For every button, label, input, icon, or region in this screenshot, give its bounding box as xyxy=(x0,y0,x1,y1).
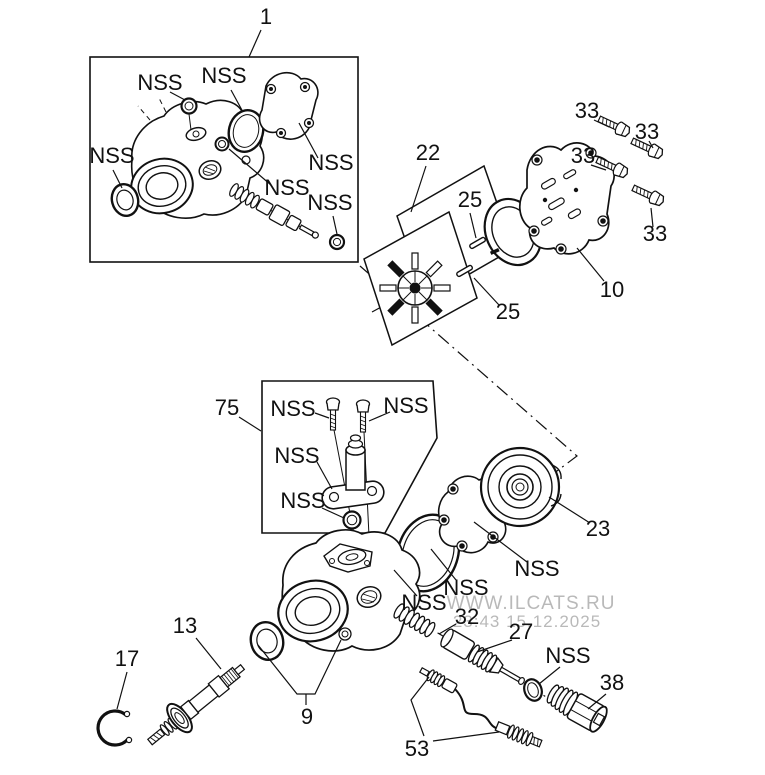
spring-32 xyxy=(393,603,436,638)
callout-10[interactable]: 10 xyxy=(600,277,624,302)
o-ring-large xyxy=(227,109,265,153)
callout-1[interactable]: 1 xyxy=(260,4,272,29)
callout-17[interactable]: 17 xyxy=(115,646,139,671)
callout-38[interactable]: 38 xyxy=(600,670,624,695)
callout-nss-11: NSS xyxy=(514,556,559,581)
drive-shaft-13 xyxy=(146,663,246,746)
inset-box-1 xyxy=(89,56,359,263)
bolt-nss-b xyxy=(355,399,371,433)
callout-nss-3: NSS xyxy=(308,150,353,175)
oil-seal-13 xyxy=(249,620,285,662)
callout-nss-12: NSS xyxy=(443,575,488,600)
callout-nss-14: NSS xyxy=(545,643,590,668)
control-valve-box1 xyxy=(229,183,319,239)
callout-nss-7: NSS xyxy=(270,396,315,421)
callout-nss-8: NSS xyxy=(383,393,428,418)
o-ring-mid xyxy=(214,136,230,152)
o-ring-38 xyxy=(523,678,543,702)
snap-ring-17 xyxy=(96,709,133,747)
callout-nss-4: NSS xyxy=(89,143,134,168)
callout-nss-10: NSS xyxy=(280,488,325,513)
callout-23[interactable]: 23 xyxy=(586,516,610,541)
suction-pipe-bracket xyxy=(321,434,385,510)
callout-27[interactable]: 27 xyxy=(509,619,533,644)
inset-box-75 xyxy=(261,380,438,558)
harness-53 xyxy=(418,666,543,748)
callout-9[interactable]: 9 xyxy=(301,704,313,729)
control-valve-27 xyxy=(440,628,525,685)
pump-rotor xyxy=(379,252,451,324)
pulley-23 xyxy=(479,446,562,528)
callout-32[interactable]: 32 xyxy=(455,604,479,629)
inset-box-75-border xyxy=(261,380,438,534)
watermark: WWW.ILCATS.RU 23:43 15.12.2025 xyxy=(447,593,616,631)
watermark-line1: WWW.ILCATS.RU xyxy=(447,593,616,614)
callout-53[interactable]: 53 xyxy=(405,736,429,761)
oil-seal-box1 xyxy=(110,182,140,218)
callout-33a[interactable]: 33 xyxy=(575,98,599,123)
cover-slots xyxy=(540,169,582,226)
bolt-33-d xyxy=(629,181,667,209)
o-ring-tiny-box1 xyxy=(328,233,346,251)
callout-33d[interactable]: 33 xyxy=(643,221,667,246)
callout-nss-13: NSS xyxy=(401,590,446,615)
watermark-line2: 23:43 15.12.2025 xyxy=(453,612,601,631)
o-ring-box75 xyxy=(342,510,362,530)
bolt-33-a xyxy=(595,112,633,140)
callout-25b[interactable]: 25 xyxy=(496,299,520,324)
leader-lines xyxy=(112,29,654,742)
callout-25a[interactable]: 25 xyxy=(458,187,482,212)
inset-box-1-border xyxy=(89,56,359,263)
callout-labels: 1 NSS NSS NSS NSS NSS NSS 22 25 25 10 33… xyxy=(89,4,667,761)
callout-nss-1: NSS xyxy=(137,70,182,95)
callout-nss-5: NSS xyxy=(264,175,309,200)
callout-nss-2: NSS xyxy=(201,63,246,88)
callout-75[interactable]: 75 xyxy=(215,395,239,420)
cover-plate-box1 xyxy=(258,71,319,140)
callout-nss-9: NSS xyxy=(274,443,319,468)
bolt-nss-a xyxy=(325,397,341,431)
callout-33b[interactable]: 33 xyxy=(635,119,659,144)
rear-cover-10 xyxy=(519,142,615,255)
pin-25b xyxy=(456,264,474,278)
callout-nss-6: NSS xyxy=(307,190,352,215)
callout-33c[interactable]: 33 xyxy=(571,143,595,168)
o-ring-small-top xyxy=(180,97,198,131)
pump-body-9 xyxy=(277,529,421,652)
pin-25a xyxy=(469,236,487,250)
callout-13[interactable]: 13 xyxy=(173,613,197,638)
callout-22[interactable]: 22 xyxy=(416,140,440,165)
